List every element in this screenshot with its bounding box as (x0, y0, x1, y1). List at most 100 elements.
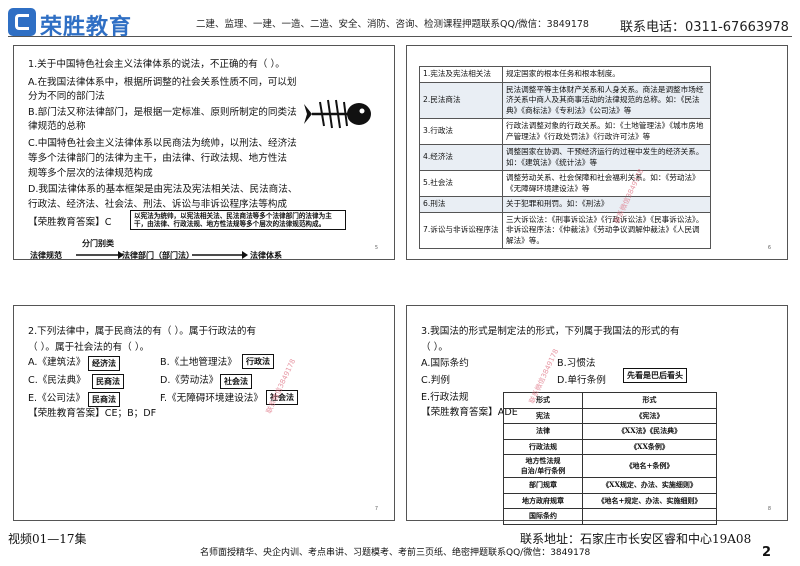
option-a: A.国际条约 (421, 358, 469, 369)
option-b-line2: 律规范的总称 (28, 121, 86, 132)
table-header-cell: 形式 (503, 392, 583, 409)
question-3-text-line1: 3.我国法的形式是制定法的形式，下列属于我国法的形式的有 (421, 326, 680, 337)
option-c-line1: C.中国特色社会主义法律体系以民商法为统帅，以刑法、经济法 (28, 138, 297, 149)
option-a-line2: 分为不同的部门法 (28, 91, 105, 102)
flow-arrows (76, 251, 248, 259)
answer-3: 【荣胜教育答案】ADE (421, 407, 518, 418)
law-desc-cell: 调整劳动关系、社会保障和社会福利关系。如：《劳动法》《无障碍环境建设法》等 (502, 170, 711, 197)
logo-icon (8, 8, 36, 36)
slide-question-2: 2.下列法律中，属于民商法的有（ ）。属于行政法的有 （ ）。属于社会法的有（ … (13, 305, 395, 521)
handwritten-note-2: 先看是巴后看头 (623, 368, 687, 383)
question-1-text: 1.关于中国特色社会主义法律体系的说法，不正确的有（ ）。 (28, 59, 285, 70)
table-row: 部门规章《XX规定、办法、实施细则》 (503, 477, 717, 494)
header-divider (8, 36, 792, 37)
option-c-line3: 规等多个层次的法律规范构成 (28, 168, 153, 179)
question-2-text-line1: 2.下列法律中，属于民商法的有（ ）。属于行政法的有 (28, 326, 257, 337)
law-name-cell: 3.行政法 (419, 118, 503, 145)
page-number: 2 (762, 545, 772, 560)
form-example-cell: 《地名+条例》 (582, 454, 717, 478)
answer-1: 【荣胜教育答案】C (28, 217, 112, 228)
option-b-line1: B.部门法又称法律部门，是根据一定标准、原则所制定的同类法 (28, 107, 297, 118)
form-example-cell: 《XX规定、办法、实施细则》 (582, 477, 717, 494)
law-name-cell: 1.宪法及宪法相关法 (419, 66, 503, 83)
footer-video-range: 视频01—17集 (8, 532, 87, 546)
law-desc-cell: 三大诉讼法：《刑事诉讼法》《行政诉讼法》《民事诉讼法》。非诉讼程序法：《仲裁法》… (502, 211, 711, 249)
tag-c: 民商法 (92, 374, 124, 389)
table-header-cell: 形式 (582, 392, 717, 409)
law-desc-cell: 行政法调整对象的行政关系。如：《土地管理法》《城市房地产管理法》《行政处罚法》《… (502, 118, 711, 145)
brand-logo-text: 荣胜教育 (40, 15, 133, 40)
slide-page-number: 6 (767, 245, 771, 251)
option-b: B.习惯法 (557, 358, 596, 369)
law-desc-cell: 民法调整平等主体财产关系和人身关系。商法是调整市场经济关系中商人及其商事活动的法… (502, 81, 711, 119)
table-row: 3.行政法行政法调整对象的行政关系。如：《土地管理法》《城市房地产管理法》《行政… (419, 118, 711, 145)
slide-question-1: 1.关于中国特色社会主义法律体系的说法，不正确的有（ ）。 A.在我国法律体系中… (13, 45, 395, 260)
law-name-cell: 7.诉讼与非诉讼程序法 (419, 211, 503, 249)
answer-2: 【荣胜教育答案】CE；B；DF (28, 408, 157, 419)
option-d-line1: D.我国法律体系的基本框架是由宪法及宪法相关法、民法商法、 (28, 184, 298, 195)
option-c-line2: 等多个法律部门的法律为主干，由法律、行政法规、地方性法 (28, 153, 288, 164)
tag-b: 行政法 (242, 354, 274, 369)
table-header-row: 形式形式 (503, 392, 717, 409)
option-d-line2: 行政法、经济法、社会法、刑法、诉讼与非诉讼程序法等构成 (28, 199, 288, 210)
form-type-cell: 国际条约 (503, 508, 583, 525)
table-row: 法律《XX法》《民法典》 (503, 423, 717, 440)
option-c: C.判例 (421, 375, 450, 386)
tag-d: 社会法 (220, 374, 252, 389)
slide-law-table: 1.宪法及宪法相关法规定国家的根本任务和根本制度。2.民法商法民法调整平等主体财… (406, 45, 788, 260)
table-row: 行政法规《XX条例》 (503, 438, 717, 455)
flow-step-1: 法律规范 (30, 250, 62, 260)
question-3-text-line2: （ ）。 (421, 342, 449, 353)
law-departments-table: 1.宪法及宪法相关法规定国家的根本任务和根本制度。2.民法商法民法调整平等主体财… (419, 66, 711, 249)
tag-f: 社会法 (266, 390, 298, 405)
form-type-cell: 地方性法规 自治/单行条例 (503, 454, 583, 478)
form-type-cell: 法律 (503, 423, 583, 440)
option-a-line1: A.在我国法律体系中，根据所调整的社会关系性质不同，可以划 (28, 77, 297, 88)
law-desc-cell: 调整国家在协调、干预经济运行的过程中发生的经济关系。如：《建筑法》《统计法》等 (502, 144, 711, 171)
option-d: D.《劳动法》 (160, 375, 219, 386)
slide-page-number: 8 (767, 506, 771, 512)
slide-question-3: 3.我国法的形式是制定法的形式，下列属于我国法的形式的有 （ ）。 A.国际条约… (406, 305, 788, 525)
table-row: 5.社会法调整劳动关系、社会保障和社会福利关系。如：《劳动法》《无障碍环境建设法… (419, 170, 711, 197)
table-row: 2.民法商法民法调整平等主体财产关系和人身关系。商法是调整市场经济关系中商人及其… (419, 81, 711, 119)
option-e: E.《公司法》 (28, 393, 86, 404)
slide-page-number: 5 (374, 245, 378, 251)
law-name-cell: 4.经济法 (419, 144, 503, 171)
table-row: 地方性法规 自治/单行条例《地名+条例》 (503, 454, 717, 478)
table-row: 1.宪法及宪法相关法规定国家的根本任务和根本制度。 (419, 66, 711, 83)
option-f: F.《无障碍环境建设法》 (160, 393, 263, 404)
tag-a: 经济法 (88, 356, 120, 371)
table-row: 国际条约 (503, 508, 717, 525)
form-type-cell: 宪法 (503, 407, 583, 424)
slide-page-number: 7 (374, 506, 378, 512)
law-name-cell: 6.刑法 (419, 196, 503, 213)
law-name-cell: 2.民法商法 (419, 81, 503, 119)
option-a: A.《建筑法》 (28, 357, 86, 368)
flow-arrow-label: 分门别类 (82, 238, 114, 248)
option-c: C.《民法典》 (28, 375, 86, 386)
table-row: 宪法《宪法》 (503, 407, 717, 424)
hotline: 联系电话：0311-67663978 (620, 20, 789, 35)
flow-step-3: 法律体系 (250, 250, 282, 260)
question-2-text-line2: （ ）。属于社会法的有（ ）。 (28, 342, 150, 353)
law-forms-table: 形式形式宪法《宪法》法律《XX法》《民法典》行政法规《XX条例》地方性法规 自治… (503, 392, 717, 525)
table-row: 7.诉讼与非诉讼程序法三大诉讼法：《刑事诉讼法》《行政诉讼法》《民事诉讼法》。非… (419, 211, 711, 249)
law-name-cell: 5.社会法 (419, 170, 503, 197)
tag-e: 民商法 (88, 392, 120, 407)
fish-bone-icon (304, 99, 371, 129)
form-type-cell: 部门规章 (503, 477, 583, 494)
option-d: D.单行条例 (557, 375, 606, 386)
form-example-cell: 《XX条例》 (582, 438, 717, 455)
table-row: 6.刑法关于犯罪和刑罚。如：《刑法》 (419, 196, 711, 213)
table-row: 4.经济法调整国家在协调、干预经济运行的过程中发生的经济关系。如：《建筑法》《统… (419, 144, 711, 171)
handwritten-note-1: 以宪法为统帅，以宪法相关法、民法商法等多个法律部门的法律为主干，由法律、行政法规… (130, 210, 346, 230)
form-example-cell: 《地名+规定、办法、实施细则》 (582, 492, 717, 509)
form-type-cell: 地方政府规章 (503, 492, 583, 509)
form-type-cell: 行政法规 (503, 438, 583, 455)
law-desc-cell: 规定国家的根本任务和根本制度。 (502, 66, 711, 83)
table-row: 地方政府规章《地名+规定、办法、实施细则》 (503, 492, 717, 509)
law-desc-cell: 关于犯罪和刑罚。如：《刑法》 (502, 196, 711, 213)
option-e: E.行政法规 (421, 392, 469, 403)
header-banner: 二建、监理、一建、一造、二造、安全、消防、咨询、检测课程押题联系QQ/微信：38… (196, 19, 589, 30)
flow-step-2: 法律部门（部门法） (122, 250, 194, 260)
